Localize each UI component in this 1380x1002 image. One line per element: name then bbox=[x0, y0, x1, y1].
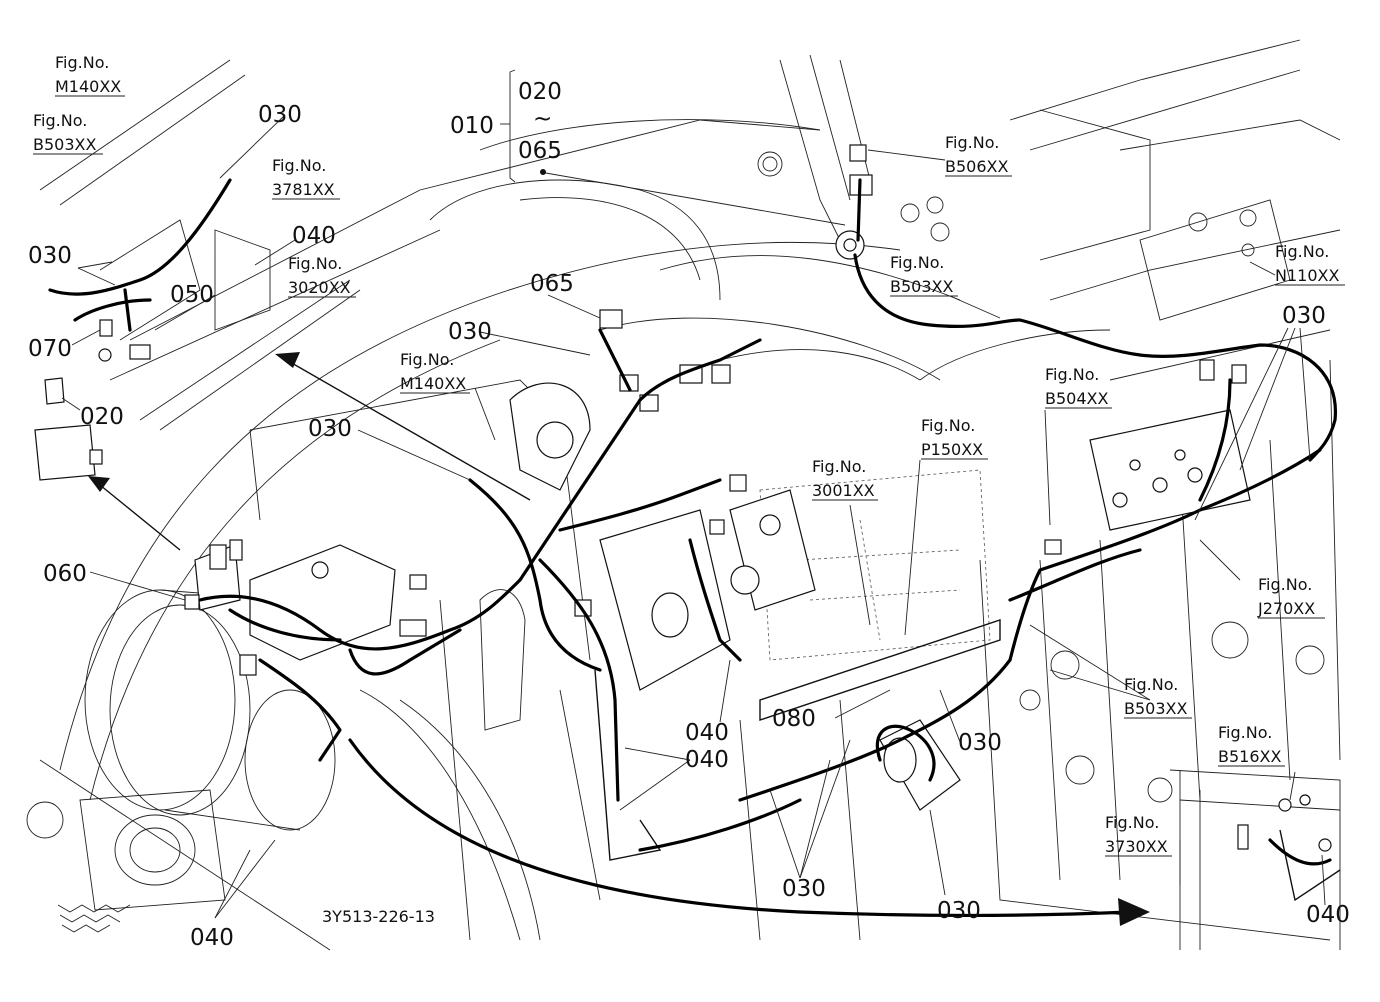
callout-040: 040 bbox=[292, 223, 336, 249]
figure-reference: Fig.No. N110XX bbox=[1275, 242, 1345, 286]
machine-outline bbox=[26, 39, 1341, 951]
callout-065-top: 065 bbox=[518, 138, 562, 164]
leader-lines bbox=[61, 69, 1326, 919]
figure-reference: Fig.No. 3001XX bbox=[812, 457, 878, 501]
figure-reference: Fig.No. J270XX bbox=[1257, 575, 1325, 619]
figure-reference: Fig.No. 3781XX bbox=[272, 156, 340, 200]
svg-text:Fig.No.: Fig.No. bbox=[1275, 242, 1329, 261]
figure-reference: Fig.No. 3020XX bbox=[288, 254, 356, 298]
svg-text:Fig.No.: Fig.No. bbox=[288, 254, 342, 273]
svg-text:Fig.No.: Fig.No. bbox=[55, 53, 109, 72]
callout-060: 060 bbox=[43, 561, 87, 587]
callout-020: 020 bbox=[80, 404, 124, 430]
svg-text:M140XX: M140XX bbox=[400, 374, 466, 393]
figure-reference: Fig.No. M140XX bbox=[400, 350, 470, 394]
figure-reference: Fig.No. B503XX bbox=[1124, 675, 1192, 719]
figure-reference: Fig.No. B504XX bbox=[1045, 365, 1112, 409]
figure-reference: Fig.No. 3730XX bbox=[1105, 813, 1172, 857]
diagram-code: 3Y513-226-13 bbox=[322, 907, 435, 926]
figure-reference: Fig.No. M140XX bbox=[55, 53, 125, 97]
svg-text:3730XX: 3730XX bbox=[1105, 837, 1168, 856]
svg-text:B504XX: B504XX bbox=[1045, 389, 1108, 408]
svg-text:J270XX: J270XX bbox=[1257, 599, 1315, 618]
figure-references: Fig.No. M140XX Fig.No. B503XX Fig.No. 37… bbox=[33, 53, 1345, 857]
svg-text:3020XX: 3020XX bbox=[288, 278, 351, 297]
svg-text:B503XX: B503XX bbox=[890, 277, 953, 296]
svg-text:B503XX: B503XX bbox=[1124, 699, 1187, 718]
callout-range-tilde: ~ bbox=[533, 106, 552, 132]
svg-text:M140XX: M140XX bbox=[55, 77, 121, 96]
svg-text:3781XX: 3781XX bbox=[272, 180, 335, 199]
part-callouts: 010 020 ~ 065 030 030 040 050 070 020 06… bbox=[28, 79, 1350, 951]
svg-text:Fig.No.: Fig.No. bbox=[1105, 813, 1159, 832]
figure-reference: Fig.No. B516XX bbox=[1218, 723, 1285, 767]
wire-harness bbox=[48, 178, 1337, 866]
callout-030: 030 bbox=[958, 730, 1002, 756]
callout-030: 030 bbox=[937, 898, 981, 924]
callout-030: 030 bbox=[448, 319, 492, 345]
figure-reference: Fig.No. B506XX bbox=[945, 133, 1012, 177]
svg-text:Fig.No.: Fig.No. bbox=[272, 156, 326, 175]
components bbox=[34, 144, 1332, 852]
figure-reference: Fig.No. P150XX bbox=[921, 416, 988, 460]
callout-040: 040 bbox=[1306, 902, 1350, 928]
callout-050: 050 bbox=[170, 282, 214, 308]
svg-text:Fig.No.: Fig.No. bbox=[1045, 365, 1099, 384]
callout-080: 080 bbox=[772, 706, 816, 732]
svg-text:P150XX: P150XX bbox=[921, 440, 983, 459]
callout-040: 040 bbox=[685, 747, 729, 773]
figure-reference: Fig.No. B503XX bbox=[33, 111, 103, 155]
callout-040: 040 bbox=[685, 720, 729, 746]
callout-030: 030 bbox=[258, 102, 302, 128]
callout-070: 070 bbox=[28, 336, 72, 362]
svg-text:N110XX: N110XX bbox=[1275, 266, 1339, 285]
svg-text:Fig.No.: Fig.No. bbox=[1218, 723, 1272, 742]
assembly-arrows bbox=[88, 352, 1150, 926]
svg-text:B503XX: B503XX bbox=[33, 135, 96, 154]
callout-020-top: 020 bbox=[518, 79, 562, 105]
svg-text:3001XX: 3001XX bbox=[812, 481, 875, 500]
callout-040: 040 bbox=[190, 925, 234, 951]
svg-text:Fig.No.: Fig.No. bbox=[1124, 675, 1178, 694]
svg-text:Fig.No.: Fig.No. bbox=[400, 350, 454, 369]
svg-text:B516XX: B516XX bbox=[1218, 747, 1281, 766]
svg-text:Fig.No.: Fig.No. bbox=[33, 111, 87, 130]
callout-030: 030 bbox=[1282, 303, 1326, 329]
svg-text:B506XX: B506XX bbox=[945, 157, 1008, 176]
svg-text:Fig.No.: Fig.No. bbox=[812, 457, 866, 476]
callout-030: 030 bbox=[28, 243, 72, 269]
figure-reference: Fig.No. B503XX bbox=[890, 253, 958, 297]
callout-030: 030 bbox=[782, 876, 826, 902]
callout-030: 030 bbox=[308, 416, 352, 442]
manufacturer-mark bbox=[57, 904, 131, 933]
svg-text:Fig.No.: Fig.No. bbox=[921, 416, 975, 435]
svg-text:Fig.No.: Fig.No. bbox=[890, 253, 944, 272]
callout-010: 010 bbox=[450, 113, 494, 139]
callout-065: 065 bbox=[530, 271, 574, 297]
svg-text:Fig.No.: Fig.No. bbox=[1258, 575, 1312, 594]
svg-text:Fig.No.: Fig.No. bbox=[945, 133, 999, 152]
